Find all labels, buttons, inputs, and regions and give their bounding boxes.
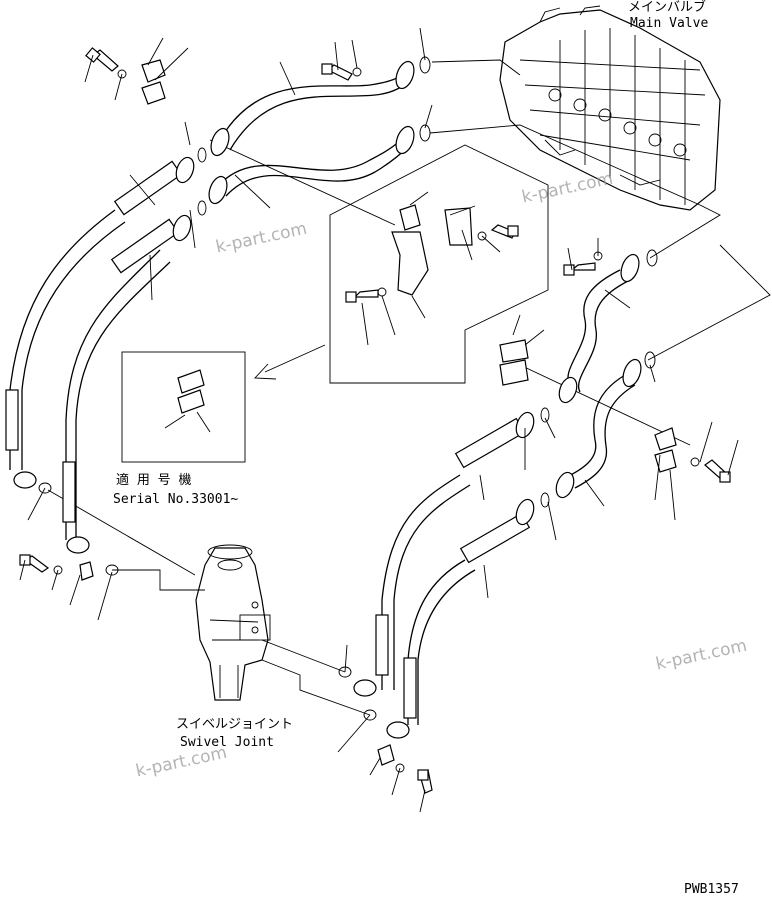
main-valve-label-en: Main Valve (630, 16, 709, 31)
serial-label-en: Serial No.33001~ (113, 492, 239, 507)
flange-icon (13, 60, 642, 739)
main-valve-label-jp: メインバルブ (628, 0, 707, 15)
callout-leaders (19, 27, 739, 813)
swivel-joint-icon (195, 544, 271, 701)
hose-icon (9, 71, 636, 725)
serial-label-jp: 適 用 号 機 (116, 473, 192, 488)
hose-fittings (5, 160, 531, 719)
main-valve-icon (499, 5, 721, 211)
swivel-joint-label-en: Swivel Joint (180, 735, 274, 750)
inset-box (121, 351, 246, 463)
o-ring-icon (38, 56, 658, 721)
drawing-code: PWB1357 (684, 882, 739, 897)
clamp-icon (79, 59, 677, 766)
swivel-joint-label-jp: スイベルジョイント (176, 717, 294, 732)
